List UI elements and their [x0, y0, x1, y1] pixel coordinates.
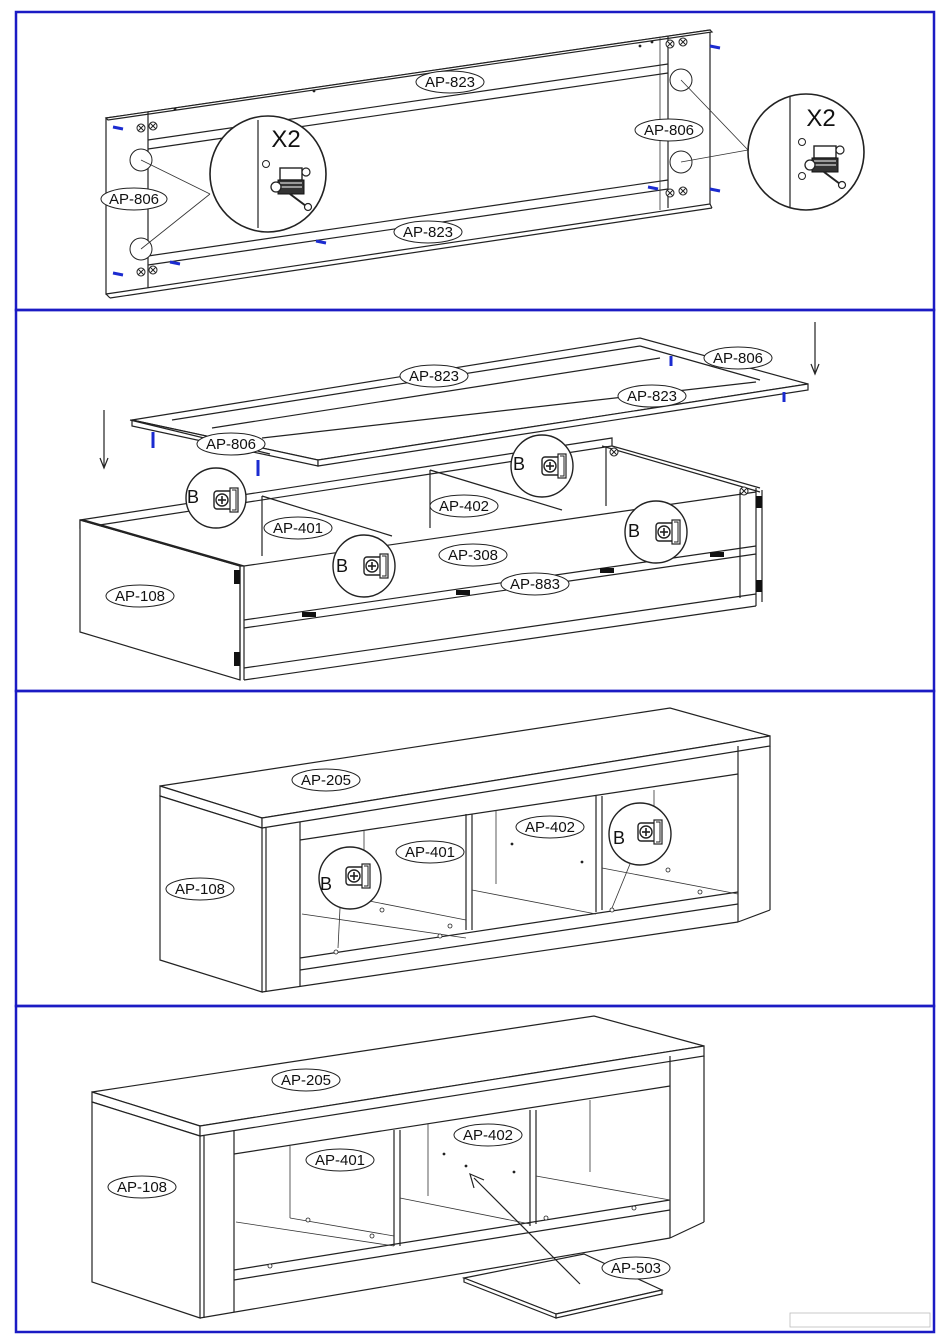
label-ap-806-right: AP-806	[635, 119, 703, 141]
svg-text:AP-108: AP-108	[115, 588, 165, 605]
label-ap-108: AP-108	[108, 1176, 176, 1198]
callout-b-2: B	[513, 454, 525, 474]
label-ap-401: AP-401	[306, 1149, 374, 1171]
callout-x2-left: X2	[271, 126, 300, 153]
callout-x2-right: X2	[806, 105, 835, 132]
svg-text:AP-308: AP-308	[448, 547, 498, 564]
label-ap-823-top: AP-823	[416, 71, 484, 93]
callout-b-3: B	[628, 521, 640, 541]
svg-text:AP-205: AP-205	[301, 772, 351, 789]
svg-text:AP-205: AP-205	[281, 1072, 331, 1089]
label-ap-806-right: AP-806	[704, 347, 772, 369]
svg-text:AP-806: AP-806	[109, 191, 159, 208]
callout-b-1: B	[187, 487, 199, 507]
svg-text:AP-823: AP-823	[627, 388, 677, 405]
svg-text:AP-503: AP-503	[611, 1260, 661, 1277]
step3-drawing	[160, 708, 770, 992]
label-ap-205: AP-205	[292, 769, 360, 791]
label-ap-308: AP-308	[439, 544, 507, 566]
svg-text:AP-401: AP-401	[315, 1152, 365, 1169]
label-ap-823-back: AP-823	[400, 365, 468, 387]
callout-b-4: B	[336, 556, 348, 576]
label-ap-108: AP-108	[106, 585, 174, 607]
svg-text:AP-402: AP-402	[525, 819, 575, 836]
label-ap-402: AP-402	[516, 816, 584, 838]
step1-frame-drawing	[106, 30, 864, 298]
page-tab	[790, 1313, 930, 1327]
svg-text:AP-806: AP-806	[644, 122, 694, 139]
svg-text:AP-402: AP-402	[439, 498, 489, 515]
svg-text:AP-823: AP-823	[403, 224, 453, 241]
svg-text:AP-401: AP-401	[273, 520, 323, 537]
svg-text:AP-806: AP-806	[206, 436, 256, 453]
label-ap-823-front: AP-823	[618, 385, 686, 407]
label-ap-883: AP-883	[501, 573, 569, 595]
svg-text:AP-108: AP-108	[175, 881, 225, 898]
svg-text:AP-402: AP-402	[463, 1127, 513, 1144]
label-ap-503: AP-503	[602, 1257, 670, 1279]
label-ap-401: AP-401	[396, 841, 464, 863]
label-ap-806-left: AP-806	[197, 433, 265, 455]
callout-b-5: B	[320, 874, 332, 894]
svg-text:AP-108: AP-108	[117, 1179, 167, 1196]
svg-text:AP-823: AP-823	[425, 74, 475, 91]
label-ap-402: AP-402	[454, 1124, 522, 1146]
label-ap-806-left: AP-806	[101, 188, 167, 210]
label-ap-823-bottom: AP-823	[394, 221, 462, 243]
svg-text:AP-401: AP-401	[405, 844, 455, 861]
label-ap-205: AP-205	[272, 1069, 340, 1091]
callout-b-6: B	[613, 828, 625, 848]
label-ap-401: AP-401	[264, 517, 332, 539]
label-ap-108: AP-108	[166, 878, 234, 900]
label-ap-402: AP-402	[430, 495, 498, 517]
svg-text:AP-883: AP-883	[510, 576, 560, 593]
svg-text:AP-806: AP-806	[713, 350, 763, 367]
svg-text:AP-823: AP-823	[409, 368, 459, 385]
